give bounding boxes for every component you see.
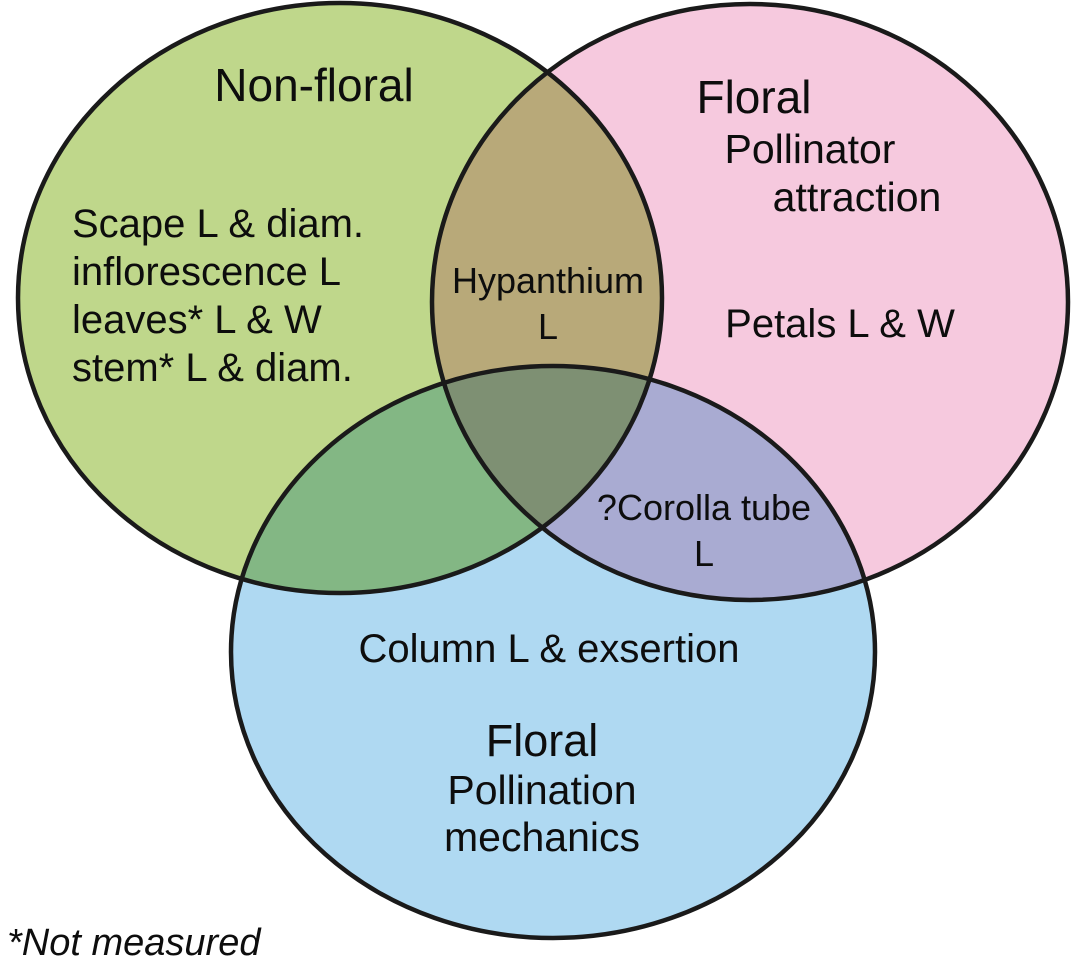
floral-attraction-circle-outline xyxy=(429,1,1071,603)
floral-mechanics-title: Floral xyxy=(485,715,599,766)
non-floral-circle-outline xyxy=(15,0,665,596)
floral-mechanics-subtitle-2: mechanics xyxy=(444,814,640,860)
floral-mechanics-circle-outline xyxy=(228,363,878,941)
floral-mechanics-subtitle-1: Pollination xyxy=(447,767,637,813)
non-floral-item: inflorescence L xyxy=(72,250,342,294)
floral-attraction-subtitle-1: Pollinator xyxy=(724,126,896,172)
overlap-corolla-tube-label: ?Corolla tube L xyxy=(597,485,811,577)
overlap-hypanthium-line2: L xyxy=(537,306,559,347)
overlap-corolla-tube-line1: ?Corolla tube xyxy=(596,487,812,528)
non-floral-item: leaves* L & W xyxy=(72,298,322,342)
non-floral-item: stem* L & diam. xyxy=(72,346,353,390)
overlap-hypanthium-label: Hypanthium L xyxy=(452,258,644,350)
footnote-not-measured: *Not measured xyxy=(7,922,261,964)
non-floral-title: Non-floral xyxy=(214,59,414,111)
overlap-hypanthium-line1: Hypanthium xyxy=(451,260,645,301)
overlap-corolla-tube-line2: L xyxy=(693,533,715,574)
floral-attraction-item: Petals L & W xyxy=(725,302,955,346)
floral-attraction-subtitle-2: attraction xyxy=(772,174,942,220)
floral-mechanics-circle-fill xyxy=(231,366,875,938)
non-floral-measurements-list: Scape L & diam. inflorescence L leaves* … xyxy=(72,200,364,392)
non-floral-item: Scape L & diam. xyxy=(72,202,365,246)
floral-mechanics-title-block: Floral Pollination mechanics xyxy=(444,715,640,861)
floral-attraction-title: Floral xyxy=(696,71,812,123)
floral-mechanics-item: Column L & exsertion xyxy=(358,627,740,671)
